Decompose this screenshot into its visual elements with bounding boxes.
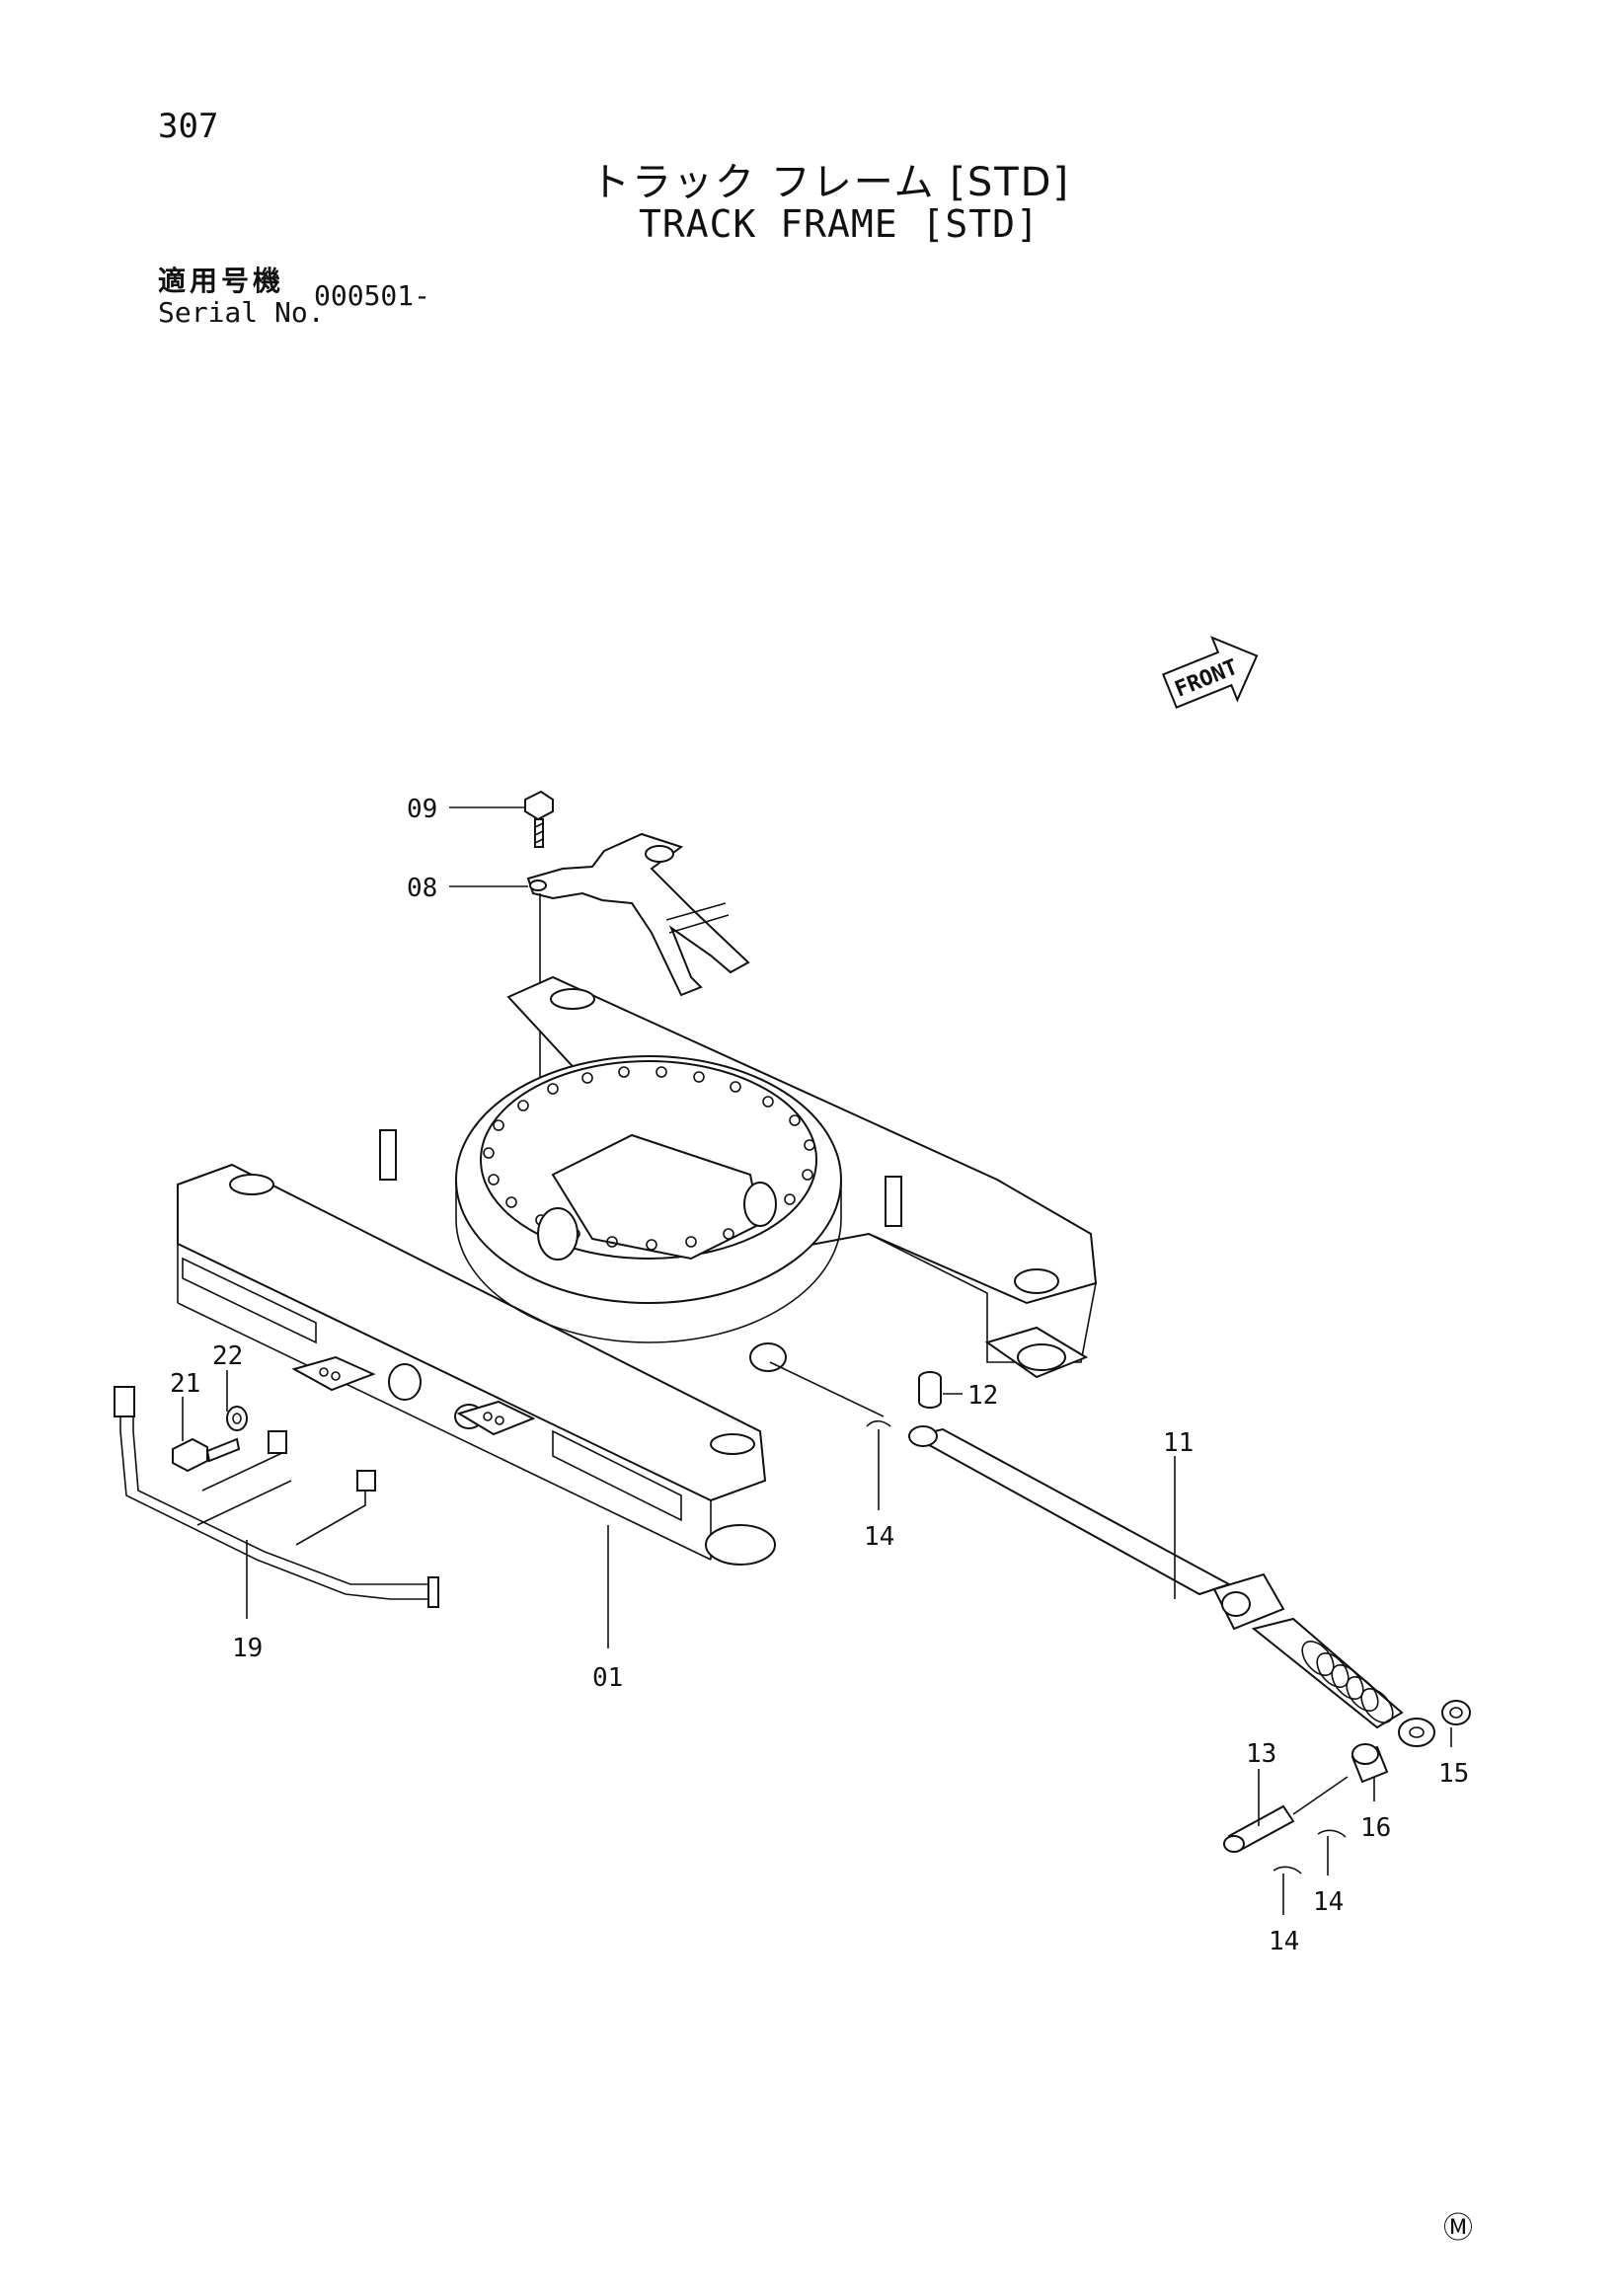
- washer-22-icon: [226, 1406, 248, 1431]
- callout-14-right: 14: [1313, 1887, 1344, 1917]
- pin-icon: [918, 1371, 942, 1409]
- callout-19: 19: [232, 1634, 263, 1663]
- footer-mark-icon: Ⓜ: [1443, 2211, 1473, 2246]
- upper-bracket: [526, 832, 750, 997]
- callout-09: 09: [407, 795, 437, 824]
- lube-pipe: [114, 1386, 439, 1608]
- spring-coils: [1301, 1641, 1394, 1723]
- callout-08: 08: [407, 874, 437, 903]
- track-frame-body: [177, 975, 1098, 1566]
- collar-icon: [1350, 1743, 1389, 1784]
- bolt-icon: [524, 790, 554, 848]
- page-number: 307: [158, 107, 219, 146]
- page-title-japanese: トラック フレーム [STD]: [590, 160, 1071, 205]
- callout-22: 22: [212, 1341, 243, 1371]
- pin-13-icon: [1223, 1776, 1349, 1853]
- callout-15: 15: [1438, 1759, 1469, 1789]
- callout-01: 01: [592, 1663, 623, 1693]
- front-arrow-icon: FRONT: [1161, 636, 1259, 709]
- callout-13: 13: [1246, 1739, 1276, 1769]
- callout-12: 12: [967, 1381, 998, 1411]
- serial-label-english: Serial No.: [158, 296, 325, 329]
- callout-14-upper: 14: [864, 1522, 894, 1552]
- callout-14-lower: 14: [1269, 1927, 1299, 1956]
- page-title-english: TRACK FRAME [STD]: [639, 202, 1040, 246]
- serial-label-japanese: 適用号機: [158, 265, 285, 297]
- callout-16: 16: [1360, 1813, 1391, 1843]
- serial-number-range: 000501-: [314, 279, 431, 312]
- callout-11: 11: [1163, 1428, 1194, 1458]
- adjuster-cylinder: [908, 1425, 1435, 1747]
- bushing-icon: [1441, 1700, 1471, 1725]
- bolt-21-icon: [172, 1437, 241, 1473]
- callout-21: 21: [170, 1369, 200, 1399]
